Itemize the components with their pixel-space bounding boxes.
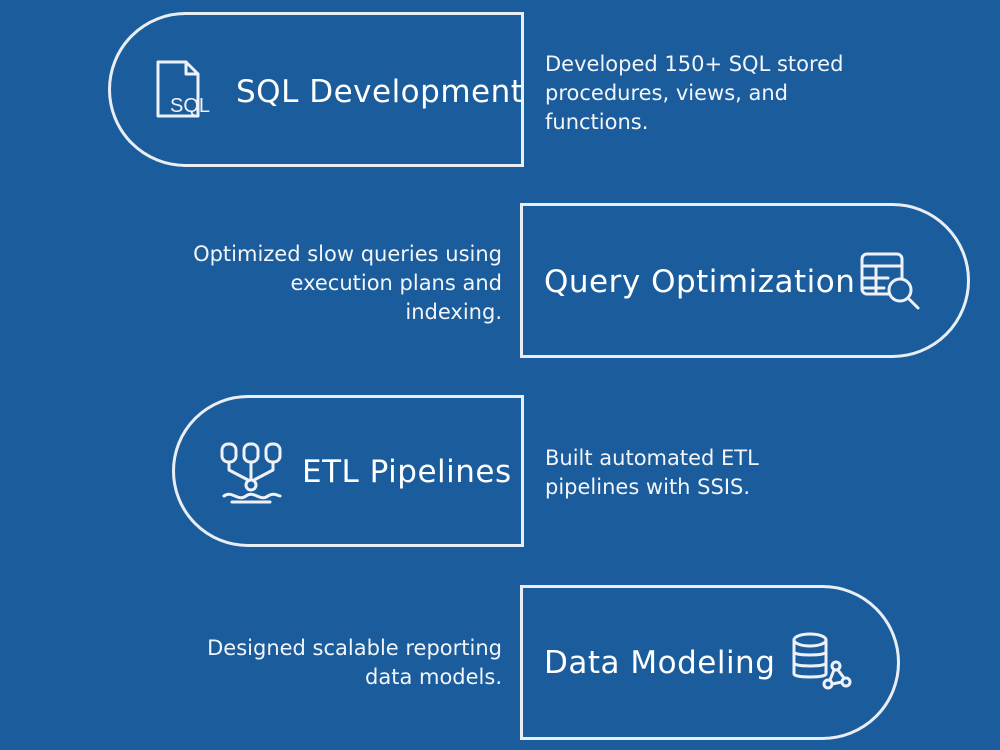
data-modeling-title: Data Modeling [544, 645, 776, 681]
description-line: indexing. [405, 300, 502, 324]
pipeline-icon [218, 440, 284, 506]
sql-development-description: Developed 150+ SQL stored procedures, vi… [545, 50, 875, 137]
database-network-icon [788, 630, 854, 694]
etl-pipelines-title: ETL Pipelines [302, 454, 512, 490]
query-optimization-card [520, 203, 970, 358]
description-line: data models. [365, 665, 502, 689]
data-modeling-description: Designed scalable reporting data models. [150, 634, 502, 692]
etl-pipelines-description: Built automated ETL pipelines with SSIS. [545, 444, 865, 502]
sql-development-card [108, 12, 524, 167]
table-search-icon [858, 250, 924, 312]
query-optimization-title: Query Optimization [544, 264, 856, 300]
sql-file-icon: SQL [152, 58, 216, 124]
query-optimization-description: Optimized slow queries using execution p… [150, 240, 502, 327]
description-line: procedures, views, and [545, 81, 788, 105]
description-line: functions. [545, 110, 649, 134]
description-line: pipelines with SSIS. [545, 475, 751, 499]
description-line: Developed 150+ SQL stored [545, 52, 844, 76]
sql-development-title: SQL Development [236, 74, 524, 110]
sql-icon-label: SQL [170, 95, 210, 117]
description-line: Optimized slow queries using [193, 242, 502, 266]
etl-pipelines-card [172, 395, 524, 547]
description-line: Built automated ETL [545, 446, 759, 470]
description-line: execution plans and [290, 271, 502, 295]
description-line: Designed scalable reporting [207, 636, 502, 660]
data-modeling-card [520, 585, 900, 740]
